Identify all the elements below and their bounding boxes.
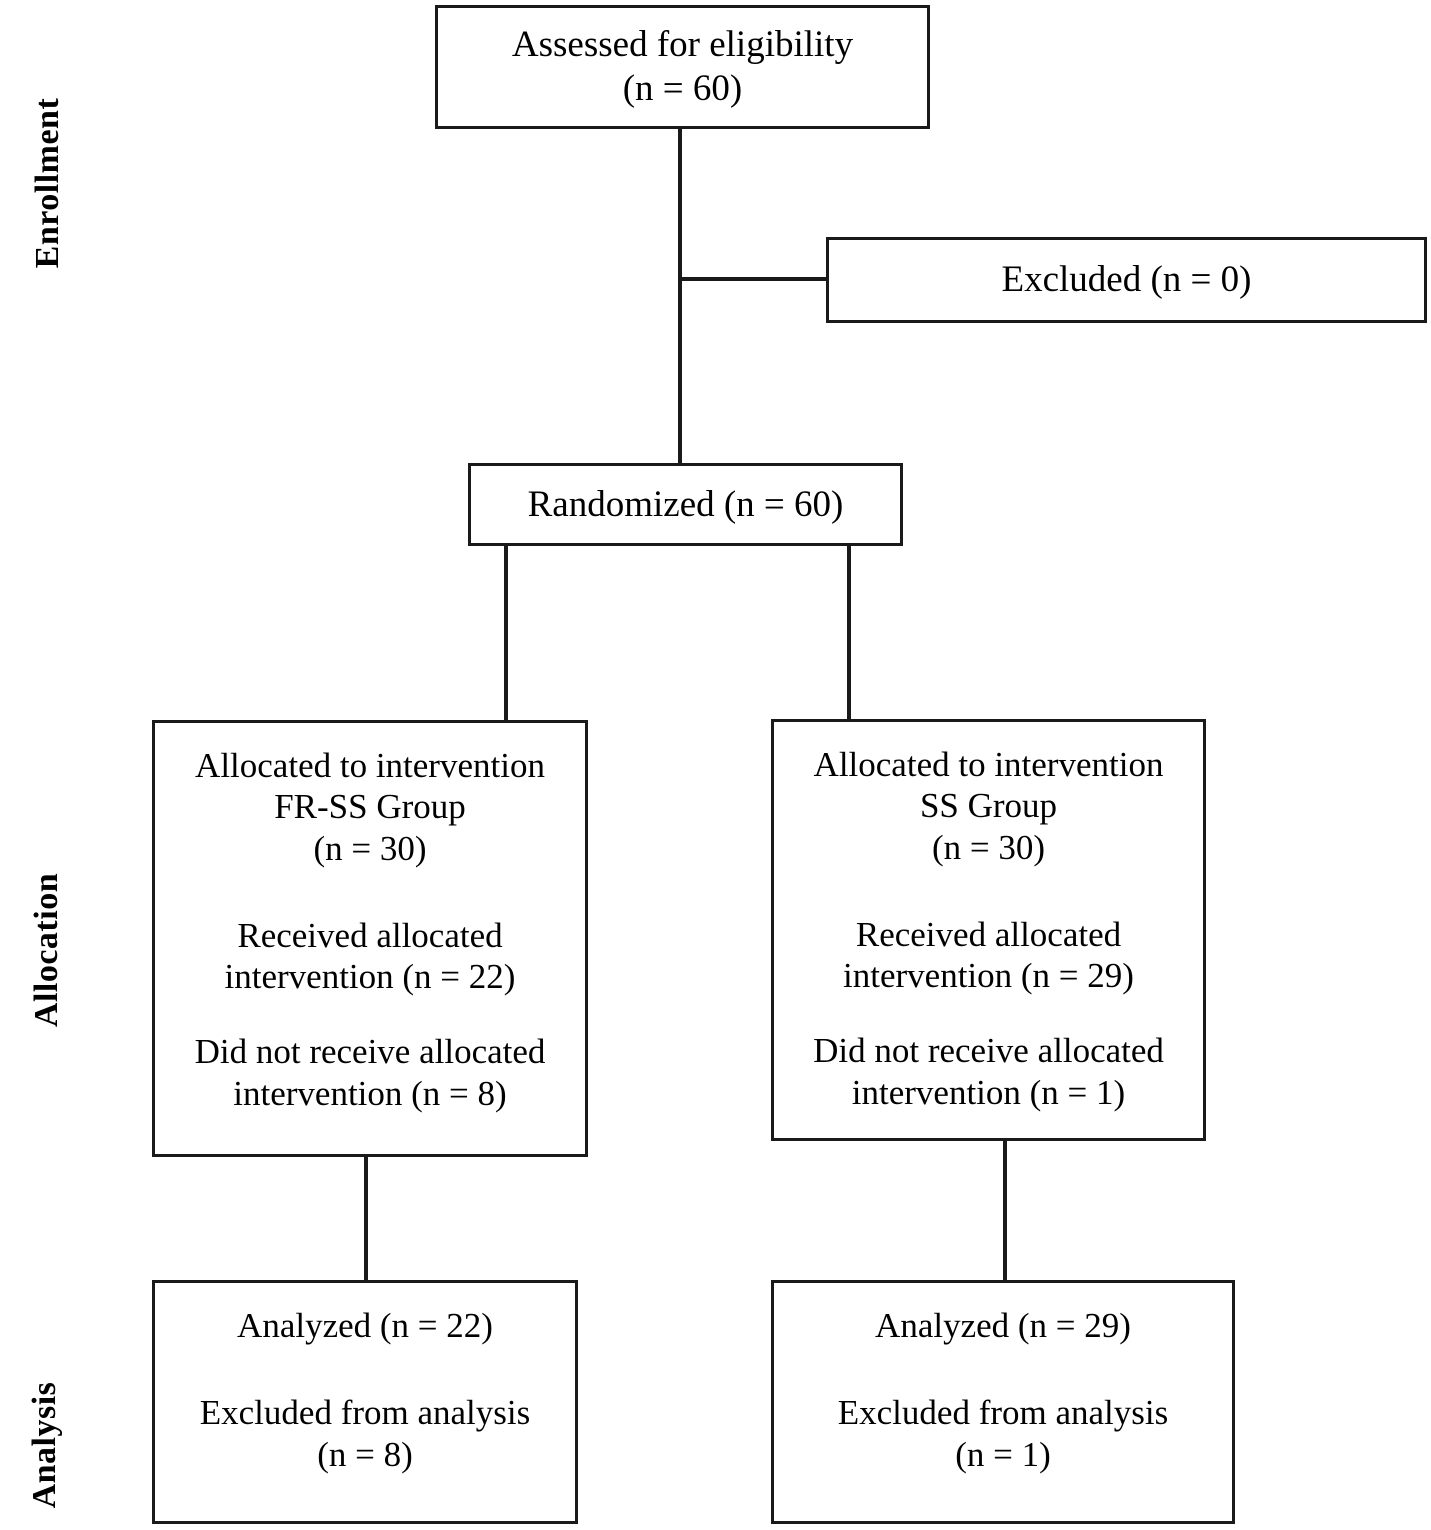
connector-randomized-to-alloc-right	[847, 544, 851, 722]
node-allocation-left-line-5: intervention (n = 22)	[224, 957, 516, 997]
node-analysis-right: Analyzed (n = 29) Excluded from analysis…	[771, 1280, 1235, 1524]
stage-label-allocation: Allocation	[27, 840, 67, 1060]
stage-label-enrollment: Enrollment	[28, 73, 68, 293]
node-allocation-right-line-5: intervention (n = 29)	[843, 956, 1134, 996]
node-allocation-right-line-7: intervention (n = 1)	[851, 1072, 1126, 1112]
stage-label-analysis: Analysis	[25, 1335, 65, 1530]
node-analysis-right-line-3: (n = 1)	[955, 1434, 1051, 1474]
node-allocation-left-line-4: Received allocated	[237, 915, 503, 955]
node-assessed-line-1: Assessed for eligibility	[511, 24, 854, 66]
node-allocation-right-line-2: SS Group	[919, 786, 1058, 826]
node-randomized: Randomized (n = 60)	[468, 463, 903, 546]
stage-label-analysis-text: Analysis	[26, 1381, 63, 1509]
node-analysis-right-line-1: Analyzed (n = 29)	[875, 1306, 1131, 1345]
connector-alloc-right-to-analysis-right	[1003, 1139, 1007, 1281]
node-allocation-left-line-7: intervention (n = 8)	[233, 1073, 507, 1113]
node-analysis-left-line-1: Analyzed (n = 22)	[237, 1306, 493, 1345]
node-allocation-right-line-1: Allocated to intervention	[813, 745, 1164, 784]
node-assessed-for-eligibility: Assessed for eligibility (n = 60)	[435, 5, 930, 129]
node-allocation-left-line-1: Allocated to intervention	[195, 746, 545, 785]
node-allocation-left: Allocated to intervention FR-SS Group (n…	[152, 720, 588, 1157]
node-assessed-line-2: (n = 60)	[622, 68, 743, 109]
stage-label-allocation-text: Allocation	[28, 872, 65, 1028]
node-allocation-right-line-6: Did not receive allocated	[813, 1031, 1164, 1071]
node-allocation-left-line-3: (n = 30)	[313, 828, 427, 868]
node-allocation-left-line-6: Did not receive allocated	[194, 1032, 546, 1072]
node-excluded-line-1: Excluded (n = 0)	[1001, 259, 1252, 301]
connector-alloc-left-to-analysis-left	[364, 1155, 368, 1281]
node-allocation-right: Allocated to intervention SS Group (n = …	[771, 719, 1206, 1141]
node-analysis-left-line-3: (n = 8)	[317, 1434, 413, 1474]
node-analysis-right-line-2: Excluded from analysis	[837, 1393, 1169, 1433]
node-allocation-left-line-2: FR-SS Group	[274, 787, 466, 827]
node-analysis-left: Analyzed (n = 22) Excluded from analysis…	[152, 1280, 578, 1524]
connector-assessed-to-randomized	[678, 127, 682, 465]
node-randomized-line-1: Randomized (n = 60)	[527, 483, 844, 525]
connector-randomized-to-alloc-left	[504, 544, 508, 722]
node-allocation-right-line-3: (n = 30)	[931, 827, 1046, 867]
node-allocation-right-line-4: Received allocated	[855, 914, 1122, 954]
node-excluded: Excluded (n = 0)	[826, 237, 1427, 323]
connector-assessed-to-excluded	[678, 277, 826, 281]
stage-label-enrollment-text: Enrollment	[29, 97, 66, 269]
node-analysis-left-line-2: Excluded from analysis	[199, 1393, 531, 1433]
